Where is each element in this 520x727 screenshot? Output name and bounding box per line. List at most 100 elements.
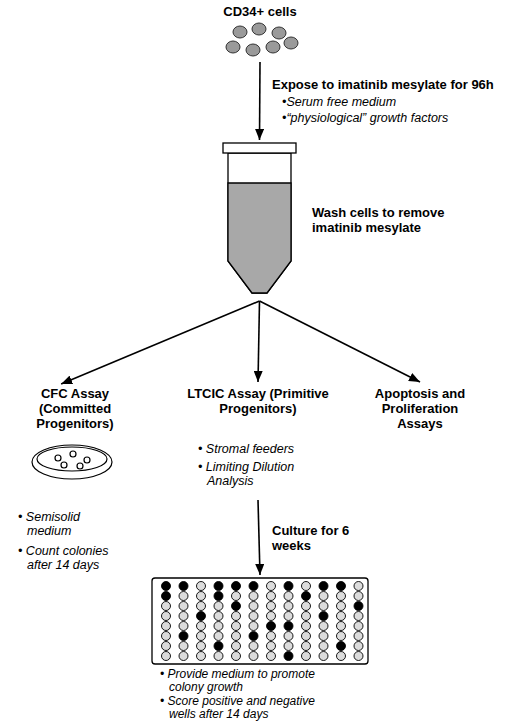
arrow-label: Culture for 6 weeks bbox=[272, 523, 362, 553]
assay-heading: CFC Assay (Committed Progenitors) bbox=[12, 386, 138, 431]
well bbox=[214, 652, 223, 661]
well bbox=[319, 632, 328, 641]
well bbox=[319, 612, 328, 621]
well bbox=[302, 612, 311, 621]
well bbox=[232, 622, 241, 631]
well bbox=[354, 642, 363, 651]
bullet-note: • Limiting Dilution Analysis bbox=[198, 460, 328, 488]
cell-cluster bbox=[226, 23, 298, 56]
well bbox=[267, 592, 276, 601]
flow-arrow bbox=[61, 301, 259, 384]
assay-heading: Apoptosis and Proliferation Assays bbox=[360, 386, 480, 431]
well bbox=[337, 622, 346, 631]
well bbox=[284, 602, 293, 611]
step-node: CD34+ cells bbox=[190, 2, 330, 62]
well bbox=[319, 602, 328, 611]
well bbox=[214, 592, 223, 601]
flow-arrow bbox=[259, 62, 261, 140]
well bbox=[249, 612, 258, 621]
well bbox=[162, 602, 171, 611]
well bbox=[267, 612, 276, 621]
well bbox=[197, 582, 206, 591]
well bbox=[232, 582, 241, 591]
well bbox=[354, 592, 363, 601]
arrow-label: Expose to imatinib mesylate for 96h bbox=[272, 77, 512, 92]
flow-arrow bbox=[258, 500, 260, 575]
well bbox=[337, 612, 346, 621]
well bbox=[284, 622, 293, 631]
flow-arrow bbox=[260, 301, 421, 382]
well bbox=[354, 652, 363, 661]
well bbox=[337, 592, 346, 601]
well bbox=[179, 612, 188, 621]
well bbox=[214, 602, 223, 611]
well bbox=[249, 652, 258, 661]
well bbox=[214, 632, 223, 641]
bullet-note: • Count colonies after 14 days bbox=[18, 544, 118, 572]
well bbox=[267, 632, 276, 641]
well bbox=[249, 592, 258, 601]
well bbox=[337, 582, 346, 591]
well bbox=[337, 632, 346, 641]
well bbox=[354, 612, 363, 621]
well bbox=[354, 602, 363, 611]
well bbox=[214, 642, 223, 651]
well bbox=[284, 642, 293, 651]
well bbox=[197, 602, 206, 611]
well bbox=[302, 622, 311, 631]
well bbox=[232, 612, 241, 621]
well bbox=[284, 582, 293, 591]
well bbox=[249, 642, 258, 651]
well bbox=[179, 632, 188, 641]
well bbox=[302, 632, 311, 641]
well bbox=[179, 642, 188, 651]
well bbox=[302, 582, 311, 591]
well bbox=[354, 582, 363, 591]
well bbox=[232, 602, 241, 611]
well bbox=[302, 602, 311, 611]
step-node: Wash cells to remove imatinib mesylate bbox=[222, 143, 297, 295]
well bbox=[302, 592, 311, 601]
flow-arrow bbox=[258, 301, 260, 382]
well bbox=[267, 642, 276, 651]
well bbox=[197, 652, 206, 661]
well bbox=[284, 592, 293, 601]
well bbox=[179, 652, 188, 661]
well bbox=[162, 582, 171, 591]
well bbox=[197, 612, 206, 621]
step-node: • Provide medium to promote colony growt… bbox=[152, 578, 368, 664]
bullet-note: • Score positive and negative wells afte… bbox=[160, 695, 340, 721]
well bbox=[232, 632, 241, 641]
well bbox=[337, 602, 346, 611]
step-node: CFC Assay (Committed Progenitors) • Semis… bbox=[12, 386, 138, 576]
well bbox=[267, 602, 276, 611]
well bbox=[162, 622, 171, 631]
well bbox=[232, 642, 241, 651]
well bbox=[162, 632, 171, 641]
well bbox=[214, 622, 223, 631]
well bbox=[267, 652, 276, 661]
well bbox=[197, 592, 206, 601]
well bbox=[249, 622, 258, 631]
well bbox=[284, 632, 293, 641]
well bbox=[319, 622, 328, 631]
cell-label: CD34+ cells bbox=[190, 4, 330, 19]
well bbox=[197, 622, 206, 631]
bullet-note: • Stromal feeders bbox=[198, 442, 328, 456]
well bbox=[249, 632, 258, 641]
well bbox=[284, 652, 293, 661]
well bbox=[354, 622, 363, 631]
well bbox=[267, 582, 276, 591]
well bbox=[267, 622, 276, 631]
well bbox=[197, 632, 206, 641]
step-node: LTCIC Assay (Primitive Progenitors)• Str… bbox=[178, 386, 338, 498]
well bbox=[302, 652, 311, 661]
well bbox=[249, 602, 258, 611]
bullet-note: • Provide medium to promote colony growt… bbox=[160, 668, 340, 694]
bullet-note: • Semisolid medium bbox=[18, 510, 118, 538]
well bbox=[179, 602, 188, 611]
well bbox=[179, 592, 188, 601]
well bbox=[354, 632, 363, 641]
well bbox=[249, 582, 258, 591]
